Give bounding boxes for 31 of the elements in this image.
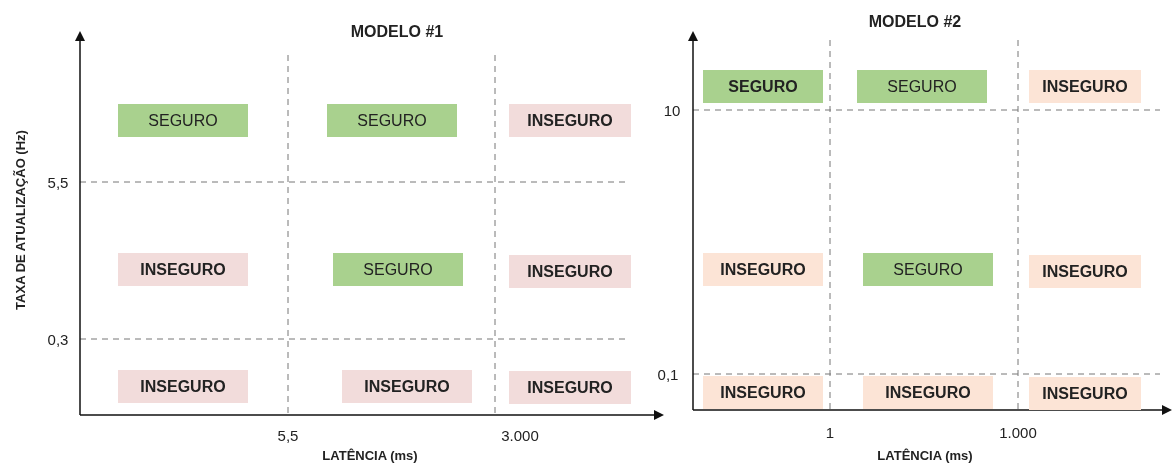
axis-title: LATÊNCIA (ms) — [877, 447, 973, 463]
tick-label: 10 — [663, 101, 681, 119]
tick-label: 5,5 — [277, 426, 299, 444]
tick-label: 0,1 — [657, 365, 679, 383]
tick-label: 0,3 — [47, 330, 69, 348]
chart-title: MODELO #1 — [350, 23, 444, 41]
tick-label: 1.000 — [999, 423, 1037, 441]
tick-label: 1 — [825, 423, 835, 441]
status-box: INSEGURO — [1029, 377, 1141, 410]
status-box: INSEGURO — [342, 370, 472, 403]
status-box: INSEGURO — [509, 104, 631, 137]
status-box: INSEGURO — [703, 253, 823, 286]
status-box: SEGURO — [333, 253, 463, 286]
status-box: INSEGURO — [1029, 255, 1141, 288]
status-box: SEGURO — [703, 70, 823, 103]
status-box: INSEGURO — [1029, 70, 1141, 103]
status-box: SEGURO — [863, 253, 993, 286]
chart-title: MODELO #2 — [868, 13, 962, 31]
status-box: SEGURO — [327, 104, 457, 137]
status-box: INSEGURO — [509, 255, 631, 288]
status-box: INSEGURO — [509, 371, 631, 404]
status-box: INSEGURO — [118, 370, 248, 403]
status-box: INSEGURO — [703, 376, 823, 409]
axis-title: TAXA DE ATUALIZAÇÃO (Hz) — [12, 130, 28, 310]
tick-label: 3.000 — [501, 426, 539, 444]
status-box: INSEGURO — [118, 253, 248, 286]
status-box: INSEGURO — [863, 376, 993, 409]
axis-title: LATÊNCIA (ms) — [322, 447, 418, 463]
status-box: SEGURO — [118, 104, 248, 137]
status-box: SEGURO — [857, 70, 987, 103]
tick-label: 5,5 — [47, 173, 69, 191]
